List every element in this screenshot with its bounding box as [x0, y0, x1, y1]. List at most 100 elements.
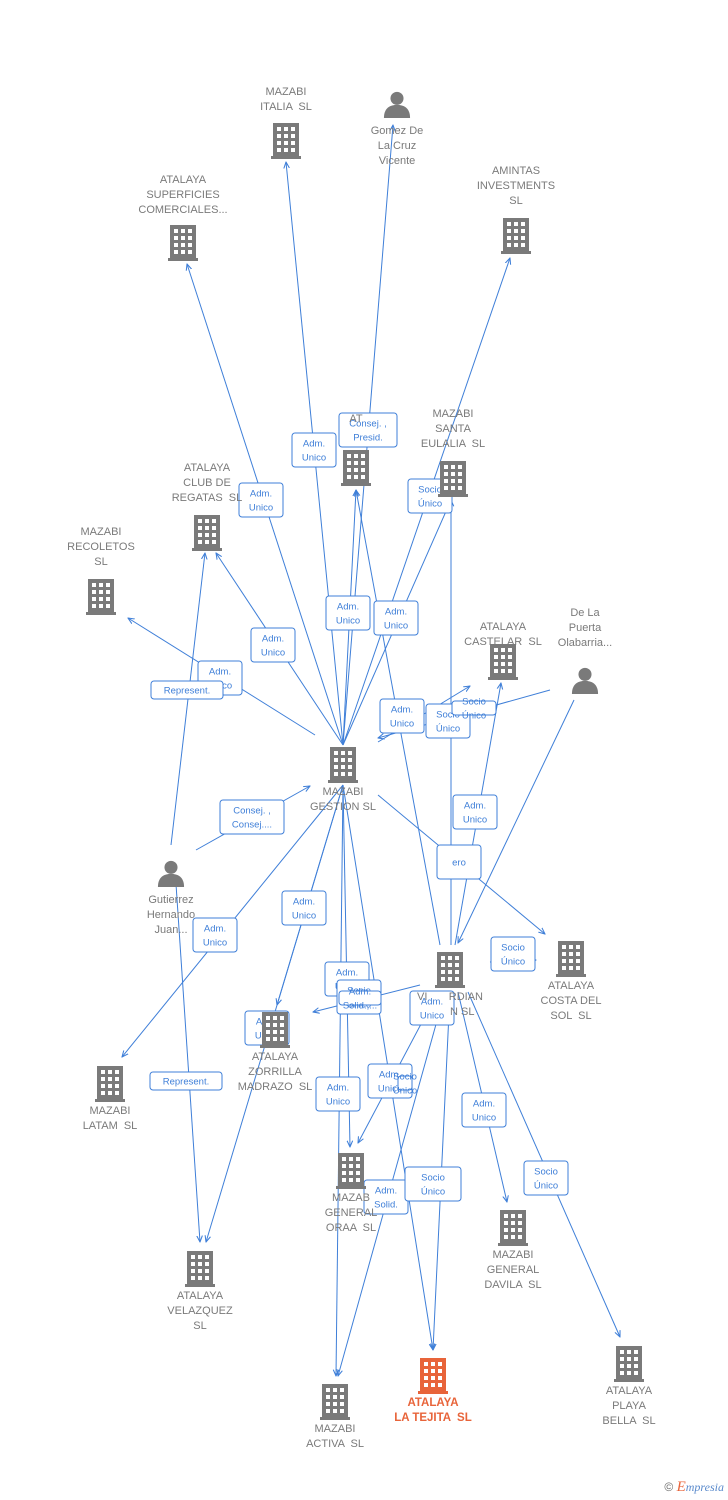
edge-label-11-line-0: Socio	[462, 697, 486, 708]
edge-label-26-line-0: Adm.	[375, 1186, 397, 1197]
edge-label-26-line-1: Solid.	[374, 1200, 398, 1211]
node-label-line: SOL SL	[550, 1010, 591, 1022]
edge-label-29-line-0: Adm.	[349, 987, 371, 998]
node-label-line: SL	[94, 556, 107, 568]
node-label-line: DAVILA SL	[484, 1279, 541, 1291]
node-label-line: GENERAL	[325, 1207, 378, 1219]
edge-label-30-line-0: Socio	[393, 1072, 417, 1083]
edge-label-15-line-0: Socio	[501, 943, 525, 954]
node-mazabi-italia[interactable]: MAZABI ITALIA SL	[260, 86, 312, 159]
node-gutierrez[interactable]: GutierrezHernandoJuan...	[147, 860, 195, 936]
node-label-line: MAZABI	[315, 1423, 356, 1435]
edge-label-0: Adm.Unico	[291, 432, 337, 468]
node-label-line: Puerta	[569, 622, 602, 634]
node-label-line: COMERCIALES...	[138, 204, 227, 216]
node-label-line: ATALAYA	[177, 1290, 224, 1302]
edge-label-25-line-0: Adm.	[473, 1099, 495, 1110]
node-label-line: La Cruz	[378, 140, 417, 152]
edge-label-22-line-1: Unico	[326, 1097, 350, 1108]
edge-label-4-line-1: Unico	[261, 648, 285, 659]
edge-label-12: Adm.Unico	[452, 794, 498, 830]
node-label-line: CLUB DE	[183, 477, 231, 489]
edge-label-5-line-0: Adm.	[337, 602, 359, 613]
node-atalaya-superficies[interactable]: ATALAYASUPERFICIESCOMERCIALES...	[138, 174, 228, 261]
edge-label-23-line-1: Unico	[378, 1084, 402, 1095]
edge-label-29: Adm. Solid.,...	[338, 987, 382, 1012]
node-label-line: MAZABI	[266, 86, 307, 98]
edge-label-1-line-1: Presid.	[353, 433, 383, 444]
edge-label-14: Consej. ,Consej....	[219, 799, 285, 835]
node-viardian[interactable]: VI RDIAN N SL	[417, 952, 483, 1018]
node-delapuerta[interactable]: De LaPuertaOlabarria...	[558, 607, 612, 694]
edge-label-10-line-1: Único	[436, 724, 460, 735]
building-icon	[320, 1384, 350, 1420]
node-label-line: ITALIA SL	[260, 101, 312, 113]
building-icon	[86, 579, 116, 615]
node-atalaya-tejita[interactable]: ATALAYA LA TEJITA SL	[394, 1358, 472, 1424]
edge-label-2-line-0: Socio	[418, 485, 442, 496]
person-icon	[571, 667, 599, 694]
edge-label-9: Adm.Unico	[379, 698, 425, 734]
edge-label-16-line-1: Unico	[292, 911, 316, 922]
building-icon	[614, 1346, 644, 1382]
node-label-line: CASTELAR SL	[464, 636, 542, 648]
edge-label-4-line-0: Adm.	[262, 634, 284, 645]
node-label-line: LATAM SL	[83, 1120, 138, 1132]
node-label-line: SANTA	[435, 423, 472, 435]
edge-label-21-line-1: Unico	[420, 1011, 444, 1022]
node-label-line: GENERAL	[487, 1264, 540, 1276]
edge-label-1-line-0: Consej. ,	[349, 419, 387, 430]
node-label-line: REGATAS SL	[172, 492, 243, 504]
building-icon	[418, 1358, 448, 1394]
edge-label-28-line-0: Socio	[421, 1173, 445, 1184]
edge-label-0-line-1: Unico	[302, 453, 326, 464]
edge-label-24-line-0: Represent.	[163, 1077, 209, 1088]
node-label-line: GESTION SL	[310, 801, 376, 813]
edge-label-6-line-0: Adm.	[385, 607, 407, 618]
building-icon	[336, 1153, 366, 1189]
building-icon	[328, 747, 358, 783]
edge-label-14-line-0: Consej. ,	[233, 806, 271, 817]
node-label-line: ATALAYA	[407, 1397, 458, 1409]
node-label-line: MAZAB	[332, 1192, 370, 1204]
node-mazabi-activa[interactable]: MAZABI ACTIVA SL	[306, 1384, 364, 1450]
node-label-line: LA TEJITA SL	[394, 1412, 472, 1424]
edge-label-8: Represent.	[150, 680, 224, 700]
copyright-symbol: ©	[664, 1480, 674, 1494]
edge-label-22-line-0: Adm.	[327, 1083, 349, 1094]
edge-label-21: Adm.Unico	[409, 990, 455, 1026]
node-label-line: MAZABI	[433, 408, 474, 420]
node-mazabi-santa[interactable]: MAZABI SANTA EULALIA SL	[421, 408, 485, 497]
node-label-line: ZORRILLA	[248, 1066, 302, 1078]
edge-label-29-line-1: Solid.,...	[343, 1001, 377, 1012]
node-atalaya-hidden[interactable]: AT	[341, 413, 371, 486]
edge-label-24: Represent.	[149, 1071, 223, 1091]
building-icon	[435, 952, 465, 988]
edge-label-4: Adm. Unico	[250, 627, 296, 663]
edge-label-28-line-1: Único	[421, 1187, 445, 1198]
node-label-line: SUPERFICIES	[146, 189, 219, 201]
edge-label-5: Adm.Unico	[325, 595, 371, 631]
node-label-line: EULALIA SL	[421, 438, 485, 450]
edge-label-12-line-0: Adm.	[464, 801, 486, 812]
node-label-line: ATALAYA	[548, 980, 595, 992]
node-label-line: ACTIVA SL	[306, 1438, 364, 1450]
node-label-line: SL	[193, 1320, 206, 1332]
